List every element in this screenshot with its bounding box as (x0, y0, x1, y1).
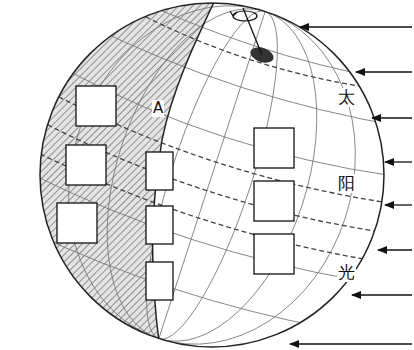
night-side (30, 0, 215, 350)
sunlight-arrows (290, 27, 412, 344)
point-label: A (152, 100, 164, 117)
sunlight-char: 光 (337, 263, 356, 282)
sunlight-char: 阳 (337, 174, 356, 193)
earth-axis (243, 8, 262, 55)
answer-boxes (57, 86, 294, 300)
sunlight-char: 太 (337, 88, 356, 107)
globe-outline (40, 3, 384, 347)
